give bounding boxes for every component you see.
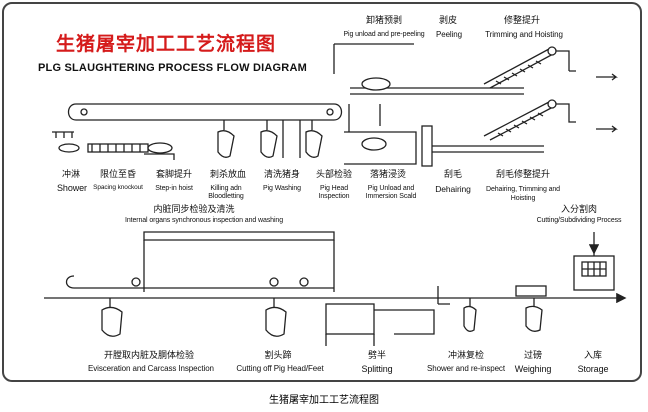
- step-spacing-en: Spacing knockout: [93, 184, 143, 191]
- step-killing-en: Killing adn Bloodletting: [208, 185, 244, 201]
- carcass-icon: [101, 298, 543, 337]
- spacing-conveyor: [87, 143, 149, 153]
- title-chinese: 生猪屠宰加工工艺流程图: [56, 33, 277, 55]
- step-hoist-en: Step-in hoist: [155, 185, 193, 192]
- step-cut-head-en: Cutting off Pig Head/Feet: [236, 364, 324, 373]
- step-splitting-en: Splitting: [361, 364, 393, 374]
- diagram-frame: 生猪屠宰加工工艺流程图 PLG SLAUGHTERING PROCESS FLO…: [2, 2, 642, 382]
- step-storage-cn: 入库: [583, 351, 602, 361]
- step-storage-en: Storage: [577, 364, 609, 374]
- organ-conveyor-top: [143, 231, 335, 241]
- step-shower-en: Shower: [57, 183, 87, 193]
- step-unload-cn: 卸猪预剥: [365, 16, 402, 26]
- step-dehair-trim-en: Dehairing, Trimming and Hoisting: [486, 186, 560, 203]
- step-trimming-cn: 修整提升: [503, 16, 540, 26]
- hoist-ramp-mid: [483, 101, 556, 141]
- organ-inspection-cn: 内脏同步检验及清洗: [153, 205, 235, 215]
- flow-illustration: [44, 43, 627, 346]
- step-killing-cn: 刺杀放血: [209, 170, 246, 180]
- step-dehair-en: Dehairing: [435, 184, 471, 194]
- step-cut-head-cn: 割头蹄: [264, 351, 292, 361]
- step-washing-cn: 清洗猪身: [263, 170, 300, 180]
- pig-icon: [361, 77, 391, 91]
- step-washing-en: Pig Washing: [263, 185, 301, 192]
- step-peeling-en: Peeling: [436, 30, 462, 39]
- step-scald-en: Pig Unload and Immersion Scald: [365, 185, 417, 201]
- step-unload-en: Pig unload and pre-peeling: [343, 31, 425, 38]
- step-scald-cn: 落猪浸烫: [369, 170, 406, 180]
- organ-inspection-en: Internal organs synchronous inspection a…: [124, 217, 284, 224]
- step-splitting-cn: 劈半: [367, 351, 386, 361]
- step-dehair-cn: 刮毛: [443, 170, 462, 180]
- step-weighing-cn: 过磅: [523, 351, 542, 361]
- weighing-scale: [515, 285, 547, 297]
- splitting-machine: [325, 303, 375, 335]
- step-hoist-cn: 套脚提升: [155, 170, 192, 180]
- step-peeling-cn: 剥皮: [438, 16, 457, 26]
- dehair-conveyor: [432, 145, 544, 153]
- title-english: PLG SLAUGHTERING PROCESS FLOW DIAGRAM: [38, 62, 307, 74]
- step-shower-cn: 冲淋: [61, 170, 80, 180]
- step-dehair-trim-cn: 刮毛修整提升: [495, 170, 550, 180]
- step-evisceration-en: Evisceration and Carcass Inspection: [88, 364, 214, 373]
- main-rail: [67, 103, 343, 121]
- hanging-pig-icon: [217, 120, 323, 158]
- step-head-en: Pig Head Inspection: [318, 185, 350, 201]
- cutting-cn: 入分割肉: [560, 205, 597, 215]
- step-spacing-cn: 限位至昏: [99, 170, 136, 180]
- step-weighing-en: Weighing: [514, 364, 552, 374]
- step-head-cn: 头部检验: [315, 170, 352, 180]
- step-evisceration-cn: 开膛取内脏及胴体检验: [103, 351, 194, 361]
- hoist-ramp-top: [483, 48, 556, 89]
- step-reinspect-en: Shower and re-inspect: [427, 364, 505, 373]
- step-trimming-en: Trimming and Hoisting: [485, 30, 563, 39]
- image-caption: 生猪屠宰加工工艺流程图: [269, 395, 379, 406]
- scald-tank: [344, 131, 417, 165]
- cutting-en: Cutting/Subdividing Process: [536, 217, 622, 224]
- step-reinspect-cn: 冲淋复检: [447, 351, 484, 361]
